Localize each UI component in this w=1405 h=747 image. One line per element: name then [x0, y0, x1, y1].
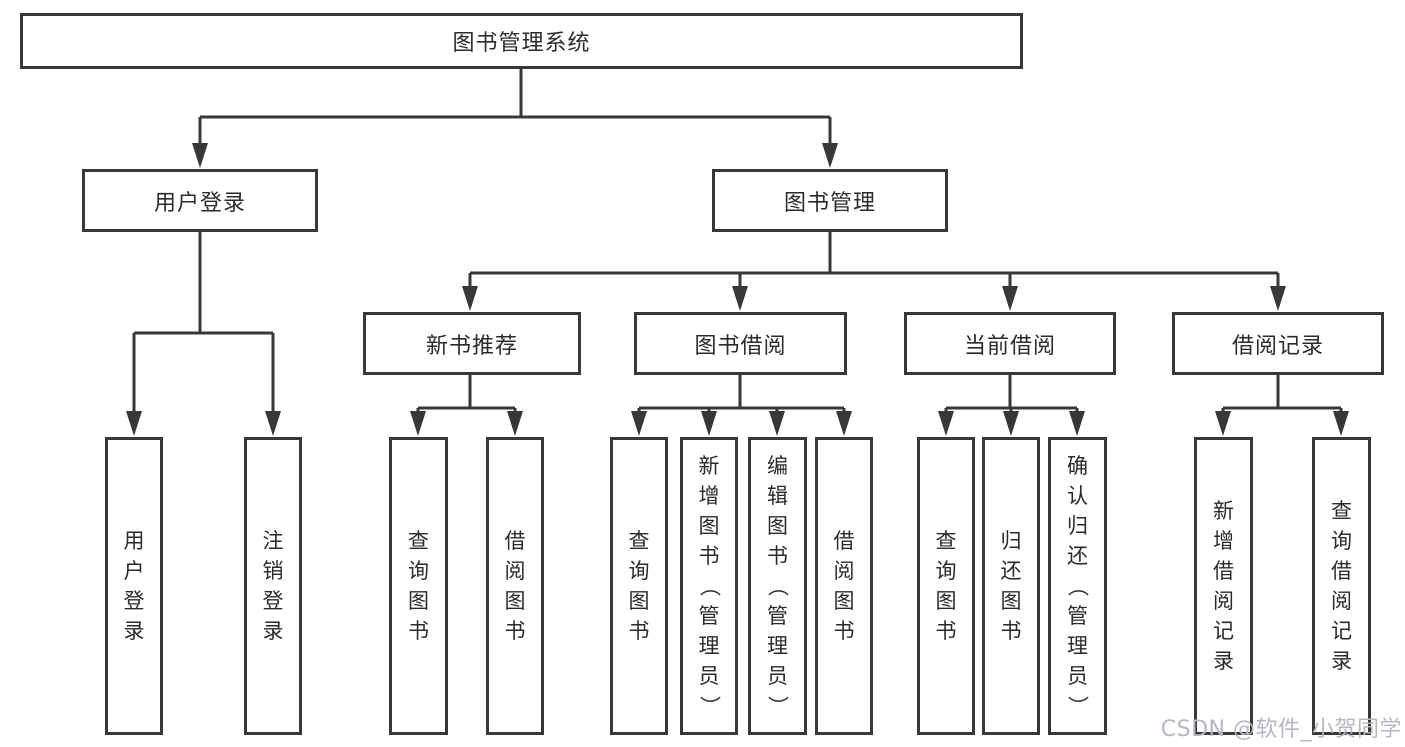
- node-leaf-user-login: 用户登录: [105, 437, 163, 735]
- node-leaf-query-books-2: 查询图书: [610, 437, 668, 735]
- arrow-down-icon: [410, 411, 426, 436]
- node-label: 查询图书: [935, 529, 957, 643]
- node-label: 查询图书: [628, 529, 650, 643]
- node-leaf-logout: 注销登录: [244, 437, 302, 735]
- arrow-down-icon: [836, 411, 852, 436]
- arrow-down-icon: [1270, 286, 1286, 311]
- node-library-system: 图书管理系统: [20, 13, 1023, 69]
- node-label: 新增借阅记录: [1213, 499, 1234, 673]
- node-label: 新书推荐: [425, 333, 518, 359]
- arrow-down-icon: [732, 286, 748, 311]
- arrow-down-icon: [631, 411, 647, 436]
- node-label: 注销登录: [262, 529, 284, 643]
- node-label: 借阅记录: [1231, 333, 1324, 359]
- node-leaf-query-record: 查询借阅记录: [1312, 437, 1371, 735]
- watermark-text: CSDN @软件_小贺同学: [1160, 717, 1402, 742]
- arrow-down-icon: [265, 411, 281, 436]
- node-label: 查询借阅记录: [1331, 499, 1352, 673]
- arrow-down-icon: [769, 411, 785, 436]
- arrow-down-icon: [1003, 411, 1019, 436]
- node-book-management: 图书管理: [712, 169, 948, 232]
- node-leaf-borrow-books-1: 借阅图书: [486, 437, 544, 735]
- arrow-down-icon: [192, 143, 208, 168]
- node-label: 新增图书（管理员）: [697, 454, 721, 717]
- node-leaf-edit-books: 编辑图书（管理员）: [748, 437, 807, 735]
- arrow-down-icon: [126, 411, 142, 436]
- node-leaf-query-books-1: 查询图书: [389, 437, 448, 735]
- node-leaf-query-books-3: 查询图书: [917, 437, 975, 735]
- node-label: 图书管理系统: [452, 31, 591, 56]
- node-user-login: 用户登录: [82, 169, 318, 232]
- node-leaf-confirm-return: 确认归还（管理员）: [1048, 437, 1107, 735]
- arrow-down-icon: [1069, 411, 1085, 436]
- arrow-down-icon: [1002, 286, 1018, 311]
- node-label: 图书借阅: [694, 333, 787, 359]
- node-label: 编辑图书（管理员）: [765, 454, 790, 717]
- node-label: 当前借阅: [963, 333, 1056, 359]
- arrow-down-icon: [938, 411, 954, 436]
- node-current-borrowing: 当前借阅: [904, 312, 1116, 375]
- node-leaf-add-record: 新增借阅记录: [1194, 437, 1253, 735]
- arrow-down-icon: [507, 411, 523, 436]
- node-label: 查询图书: [408, 529, 429, 643]
- arrow-down-icon: [462, 286, 478, 311]
- node-label: 用户登录: [153, 190, 246, 216]
- arrow-down-icon: [1215, 411, 1231, 436]
- node-label: 确认归还（管理员）: [1065, 454, 1090, 717]
- node-label: 借阅图书: [504, 529, 526, 643]
- node-leaf-return-books: 归还图书: [982, 437, 1040, 735]
- arrow-down-icon: [1333, 411, 1349, 436]
- node-label: 借阅图书: [833, 529, 855, 643]
- node-new-book-recommend: 新书推荐: [363, 312, 581, 375]
- node-borrowing-records: 借阅记录: [1172, 312, 1384, 375]
- arrow-down-icon: [822, 143, 838, 168]
- node-leaf-add-books: 新增图书（管理员）: [680, 437, 738, 735]
- arrow-down-icon: [701, 411, 717, 436]
- node-leaf-borrow-books-2: 借阅图书: [815, 437, 873, 735]
- node-label: 图书管理: [783, 190, 876, 216]
- node-book-borrowing: 图书借阅: [634, 312, 847, 375]
- node-label: 归还图书: [1000, 529, 1022, 643]
- node-label: 用户登录: [123, 529, 145, 643]
